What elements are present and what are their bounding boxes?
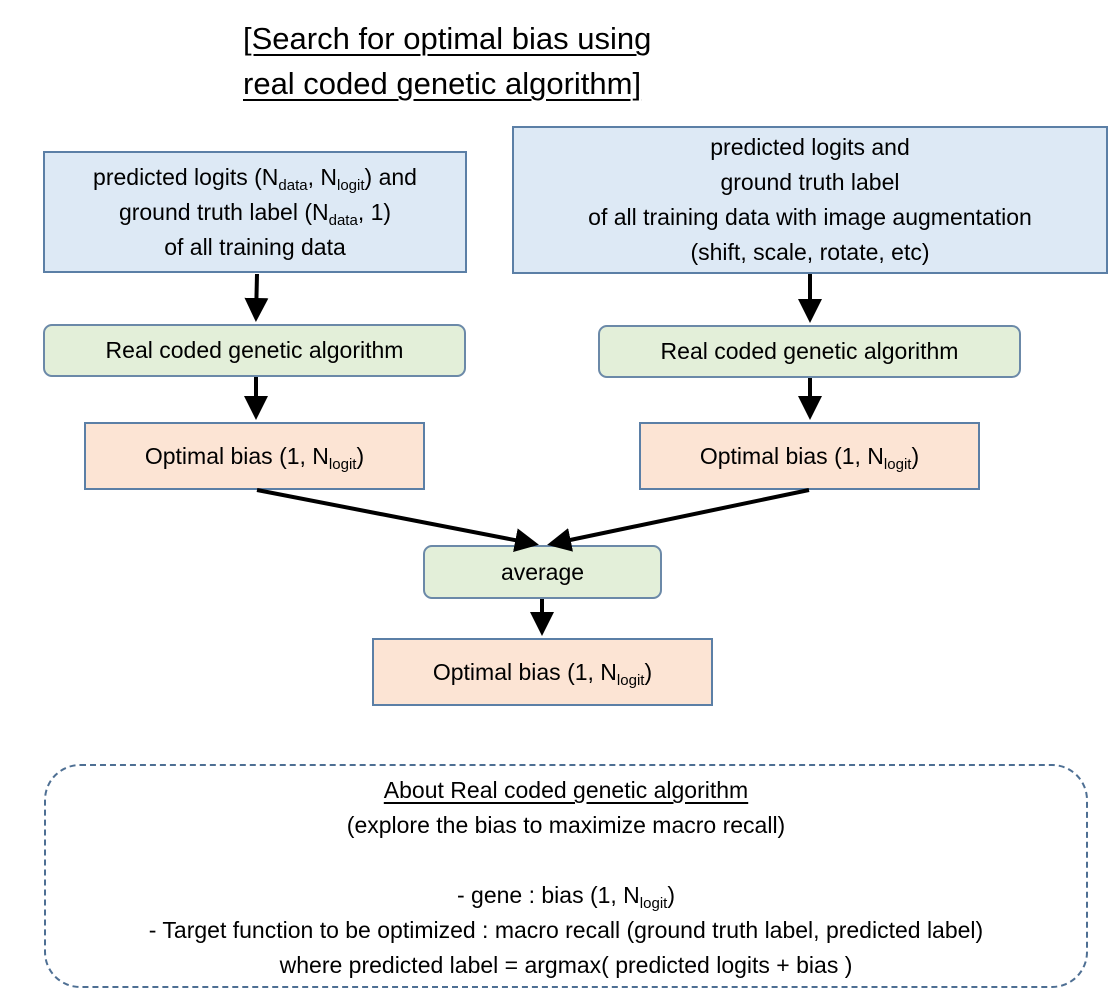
diagram-title-line-2: real coded genetic algorithm] [243,66,642,101]
note-target-function: - Target function to be optimized : macr… [148,917,984,943]
arrow-right-bias-to-average [547,488,810,552]
note-gene: - gene : bias (1, Nlogit) [456,882,675,912]
left-bias-label: Optimal bias (1, Nlogit) [144,442,365,473]
note-heading: About Real coded genetic algorithm [383,777,749,803]
left-input-box: predicted logits (Ndata, Nlogit) and gro… [43,151,467,273]
left-ga-box: Real coded genetic algorithm [43,324,466,377]
right-input-box: predicted logits and ground truth label … [512,126,1108,274]
arrow-left-input-to-ga [244,273,269,322]
left-ga-label: Real coded genetic algorithm [105,337,404,363]
left-input-line-1: predicted logits (Ndata, Nlogit) and [93,163,417,194]
arrow-left-bias-to-average [256,488,539,552]
left-bias-box: Optimal bias (1, Nlogit) [84,422,425,490]
average-box: average [423,545,662,599]
right-ga-box: Real coded genetic algorithm [598,325,1021,378]
left-input-line-2: ground truth label (Ndata, 1) [118,198,392,229]
final-bias-label: Optimal bias (1, Nlogit) [432,658,653,689]
right-input-line-2: ground truth label [720,169,900,195]
right-input-line-3: of all training data with image augmenta… [588,204,1032,230]
right-bias-box: Optimal bias (1, Nlogit) [639,422,980,490]
right-bias-label: Optimal bias (1, Nlogit) [699,442,920,473]
diagram-title-line-1: [Search for optimal bias using [243,21,652,56]
final-bias-box: Optimal bias (1, Nlogit) [372,638,713,706]
about-ga-note: About Real coded genetic algorithm (expl… [44,764,1088,988]
right-ga-label: Real coded genetic algorithm [660,338,959,364]
right-input-line-1: predicted logits and [710,134,910,160]
left-input-line-3: of all training data [164,233,346,260]
note-subheading: (explore the bias to maximize macro reca… [346,812,786,838]
right-input-line-4: (shift, scale, rotate, etc) [690,239,930,265]
average-label: average [500,558,585,585]
diagram-title: [Search for optimal bias using real code… [243,16,763,106]
note-where: where predicted label = argmax( predicte… [279,952,853,978]
